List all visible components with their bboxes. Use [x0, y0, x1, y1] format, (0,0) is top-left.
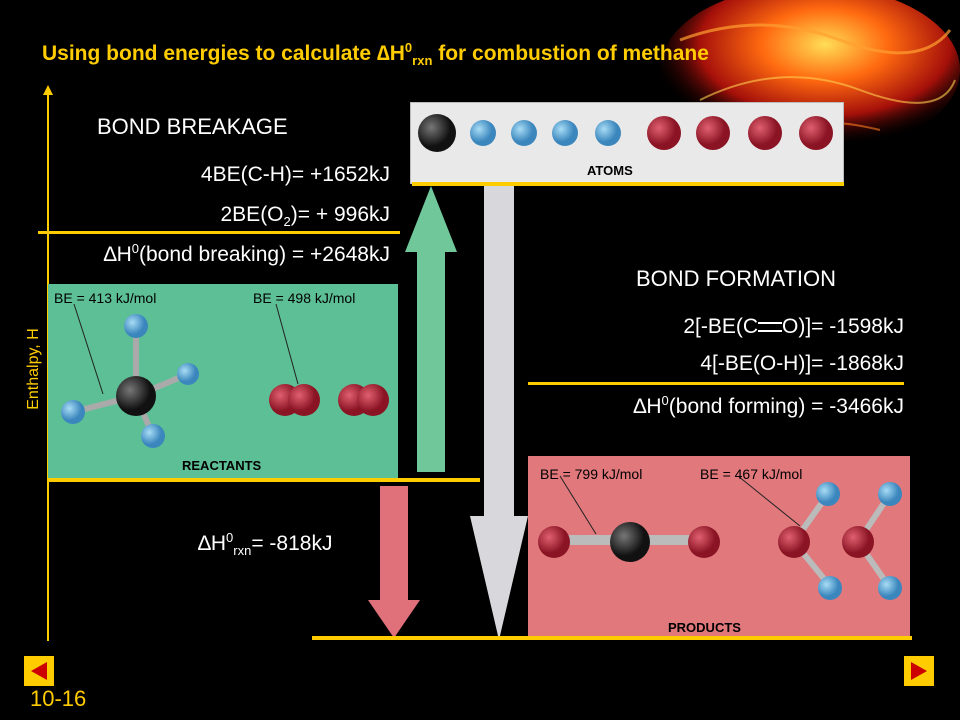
rxn-enthalpy-label: ∆H0rxn= -818kJ: [198, 530, 333, 559]
products-be-left: BE = 799 kJ/mol: [540, 466, 643, 482]
page-number: 10-16: [30, 686, 87, 711]
axis-label: Enthalpy, H: [25, 328, 42, 410]
hydrogen-atom: [816, 482, 840, 506]
reactants-label: REACTANTS: [182, 458, 262, 473]
formation-total: ∆H0(bond forming) = -3466kJ: [633, 393, 904, 418]
formation-heading: BOND FORMATION: [636, 266, 837, 291]
hydrogen-atom: [818, 576, 842, 600]
hydrogen-atom: [470, 120, 496, 146]
hydrogen-atom: [878, 576, 902, 600]
breakage-line-o2: 2BE(O2)= + 996kJ: [220, 203, 391, 230]
hydrogen-atom: [124, 314, 148, 338]
reactants-be-left: BE = 413 kJ/mol: [54, 290, 157, 306]
hydrogen-atom: [141, 424, 165, 448]
hydrogen-atom: [878, 482, 902, 506]
oxygen-atom: [748, 116, 782, 150]
oxygen-atom: [688, 526, 720, 558]
carbon-atom: [610, 522, 650, 562]
oxygen-atom: [288, 384, 320, 416]
products-label: PRODUCTS: [668, 620, 741, 635]
carbon-atom: [116, 376, 156, 416]
hydrogen-atom: [595, 120, 621, 146]
double-bond-symbol: [758, 322, 783, 333]
next-slide-button[interactable]: [904, 656, 934, 686]
atoms-label: ATOMS: [587, 163, 633, 178]
next-triangle-icon: [911, 662, 927, 680]
oxygen-atom: [799, 116, 833, 150]
formation-sum-line: [528, 382, 904, 385]
hydrogen-atom: [61, 400, 85, 424]
prev-slide-button[interactable]: [24, 656, 54, 686]
oxygen-atom: [538, 526, 570, 558]
bond-forming-arrow: [470, 186, 528, 640]
hydrogen-atom: [177, 363, 199, 385]
oxygen-atom: [842, 526, 874, 558]
oxygen-atom: [696, 116, 730, 150]
hydrogen-atom: [511, 120, 537, 146]
rxn-enthalpy-arrow: [368, 486, 420, 638]
slide-title: Using bond energies to calculate ∆H0rxn …: [42, 40, 709, 69]
atoms-level: [412, 182, 844, 186]
reactants-level: [48, 478, 480, 482]
oxygen-atom: [357, 384, 389, 416]
prev-triangle-icon: [31, 662, 47, 680]
reactants-panel: BE = 413 kJ/mol BE = 498 kJ/mol REACTANT…: [48, 284, 398, 478]
formation-line-oh: 4[-BE(O-H)]= -1868kJ: [700, 352, 904, 375]
atoms-panel: ATOMS: [410, 102, 844, 184]
products-level: [312, 636, 912, 640]
products-panel: BE = 799 kJ/mol BE = 467 kJ/mol PRODUCTS: [528, 456, 910, 636]
bond-breaking-arrow: [405, 186, 457, 472]
reactants-be-right: BE = 498 kJ/mol: [253, 290, 356, 306]
oxygen-atom: [647, 116, 681, 150]
breakage-sum-line: [38, 231, 400, 234]
breakage-line-ch: 4BE(C-H)= +1652kJ: [200, 163, 390, 186]
products-be-right: BE = 467 kJ/mol: [700, 466, 803, 482]
breakage-total: ∆H0(bond breaking) = +2648kJ: [103, 241, 390, 266]
oxygen-atom: [778, 526, 810, 558]
hydrogen-atom: [552, 120, 578, 146]
carbon-atom: [418, 114, 456, 152]
breakage-heading: BOND BREAKAGE: [97, 114, 288, 139]
